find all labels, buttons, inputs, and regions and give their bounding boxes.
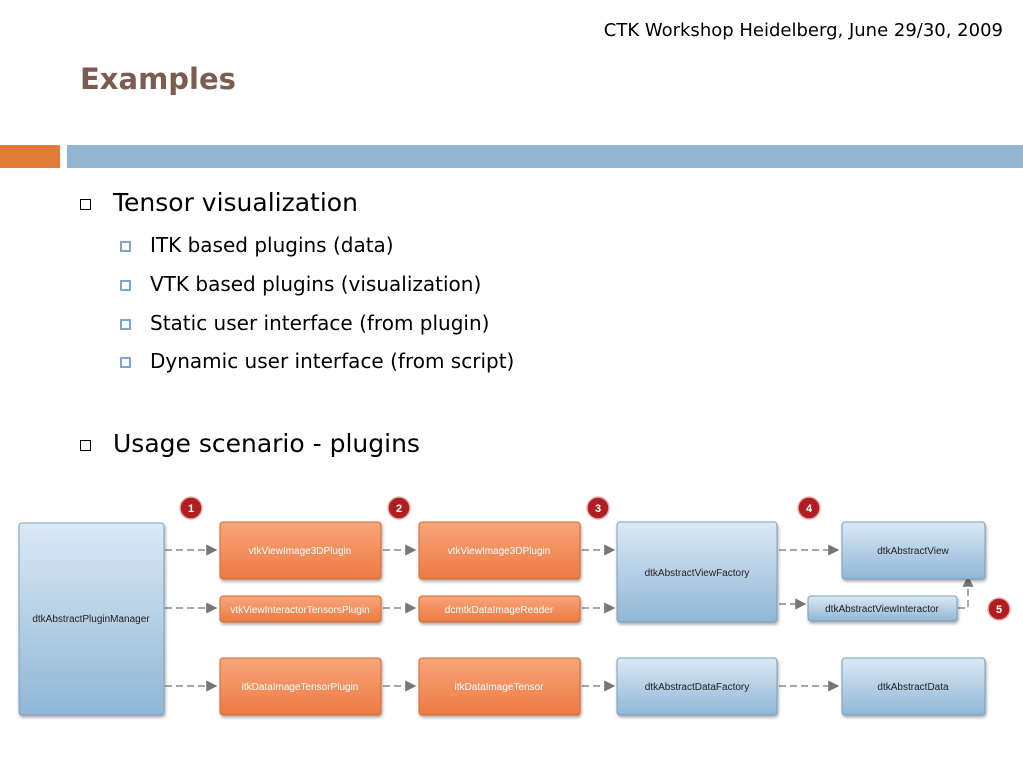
step-badge-1: 1 (179, 496, 203, 520)
node-label: itkDataImageTensorPlugin (242, 682, 359, 693)
node-data-instance: itkDataImageTensor (418, 657, 581, 716)
sub-bullet: ITK based plugins (data) (120, 233, 394, 257)
step-number: 5 (996, 604, 1002, 616)
node-label: vtkViewImage3DPlugin (249, 546, 352, 557)
node-label: dtkAbstractPluginManager (32, 614, 150, 625)
sub-bullet-square-icon (120, 356, 131, 368)
node-interactor-plugin: vtkViewInteractorTensorsPlugin (219, 595, 382, 623)
node-abstract-interactor: dtkAbstractViewInteractor (807, 595, 958, 622)
node-label: vtkViewInteractorTensorsPlugin (230, 605, 369, 616)
node-reader: dcmtkDataImageReader (418, 595, 581, 623)
sub-bullet: Dynamic user interface (from script) (120, 349, 514, 373)
node-label: dtkAbstractDataFactory (645, 682, 749, 693)
sub-bullet: VTK based plugins (visualization) (120, 272, 481, 296)
step-badge-5: 5 (987, 597, 1011, 621)
accent-bar-orange (0, 145, 60, 168)
step-badge-2: 2 (387, 496, 411, 520)
step-number: 2 (396, 503, 402, 515)
plugin-architecture-diagram: dtkAbstractPluginManager vtkViewImage3DP… (18, 496, 1011, 716)
node-data-plugin: itkDataImageTensorPlugin (219, 657, 382, 716)
node-label: dtkAbstractViewInteractor (825, 604, 939, 615)
sub-bullet-square-icon (120, 279, 131, 291)
sub-bullet: Static user interface (from plugin) (120, 311, 489, 335)
step-number: 4 (806, 503, 813, 515)
arrow (958, 575, 974, 609)
step-badge-4: 4 (797, 496, 821, 520)
node-label: dtkAbstractViewFactory (645, 568, 750, 579)
node-label: dcmtkDataImageReader (445, 605, 554, 616)
bullet-square-icon (80, 440, 91, 451)
bullet-tensor-visualization: Tensor visualization (80, 188, 358, 217)
presentation-header: CTK Workshop Heidelberg, June 29/30, 200… (603, 20, 1003, 41)
node-label: itkDataImageTensor (455, 682, 545, 693)
step-badge-3: 3 (586, 496, 610, 520)
node-view-plugin: vtkViewImage3DPlugin (219, 521, 382, 580)
sub-bullet-square-icon (120, 318, 131, 330)
sub-bullet-text: Static user interface (from plugin) (150, 311, 490, 335)
node-label: dtkAbstractData (877, 682, 949, 693)
sub-bullet-square-icon (120, 240, 131, 252)
bullet-text: Tensor visualization (113, 188, 358, 217)
node-view-factory: dtkAbstractViewFactory (616, 521, 778, 623)
sub-bullet-text: ITK based plugins (data) (150, 233, 394, 257)
node-abstract-view: dtkAbstractView (841, 521, 986, 580)
bullet-usage-scenario: Usage scenario - plugins (80, 429, 420, 458)
node-data-factory: dtkAbstractDataFactory (616, 657, 778, 716)
bullet-square-icon (80, 199, 91, 210)
node-view-instance: vtkViewImage3DPlugin (418, 521, 581, 580)
node-label: dtkAbstractView (877, 546, 949, 557)
node-abstract-data: dtkAbstractData (841, 657, 986, 716)
sub-bullet-text: Dynamic user interface (from script) (150, 349, 515, 373)
step-number: 3 (595, 503, 601, 515)
connector-arrows (165, 544, 974, 692)
node-plugin-manager: dtkAbstractPluginManager (18, 522, 165, 716)
step-number: 1 (188, 503, 194, 515)
slide-title: Examples (80, 62, 236, 96)
accent-bar-blue (67, 145, 1023, 168)
node-label: vtkViewImage3DPlugin (448, 546, 551, 557)
sub-bullet-text: VTK based plugins (visualization) (150, 272, 482, 296)
bullet-text: Usage scenario - plugins (113, 429, 420, 458)
